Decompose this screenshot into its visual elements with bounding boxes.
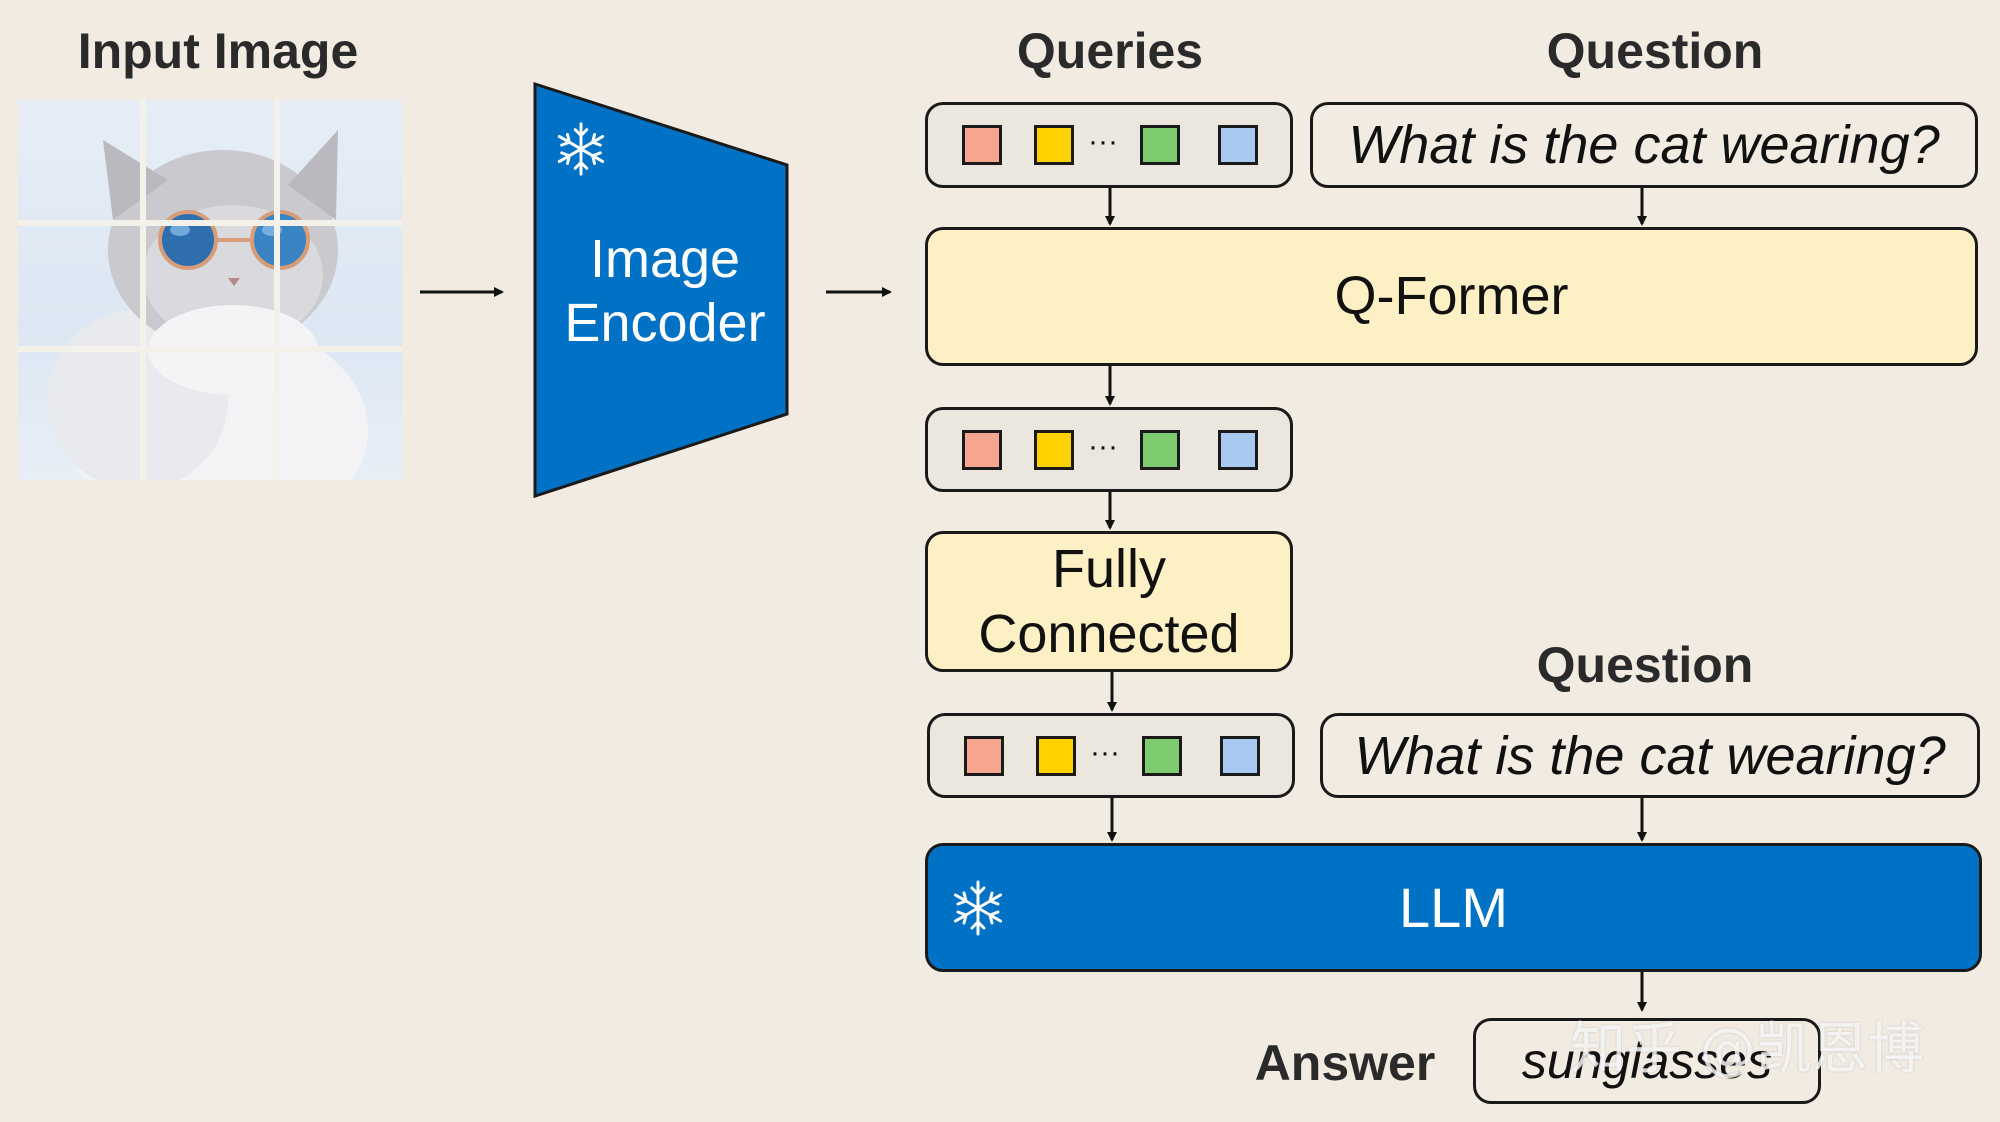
watermark: 知乎 @凯恩博 [1570,1017,1924,1082]
query-token [1140,125,1180,165]
cat-with-sunglasses-illustration [48,130,368,480]
token-ellipsis: ··· [1090,736,1120,769]
question-input-llm: What is the cat wearing? [1320,713,1980,798]
question-heading-top: Question [1546,23,1764,79]
token-ellipsis: ··· [1088,430,1118,463]
queries-heading: Queries [1016,23,1204,79]
query-token [1034,125,1074,165]
projected-token [1036,736,1076,776]
qformer-output-tokens: ··· [925,407,1293,492]
snowflake-icon [954,880,1002,936]
learned-queries-tokens: ··· [925,102,1293,188]
question-text: What is the cat wearing? [1348,115,1940,175]
projected-token [1220,736,1260,776]
fully-connected-label: Fully Connected [978,537,1239,667]
answer-box: sunglasses [1473,1018,1821,1104]
question-text: What is the cat wearing? [1354,725,1946,786]
input-image-heading: Input Image [77,23,359,79]
projected-token [964,736,1004,776]
output-token [1218,430,1258,470]
answer-heading: Answer [1254,1035,1436,1091]
output-token [1140,430,1180,470]
input-cat-image [18,100,402,480]
question-input-qformer: What is the cat wearing? [1310,102,1978,188]
question-heading-bottom: Question [1536,637,1754,693]
image-encoder-line2: Encoder [564,292,766,353]
answer-text: sunglasses [1521,1033,1773,1089]
llm-module: LLM [925,843,1982,972]
image-encoder-line1: Image [589,229,741,289]
fully-connected-line1: Fully [1051,538,1166,599]
fully-connected-module: Fully Connected [925,531,1293,672]
fully-connected-line2: Connected [978,603,1240,664]
image-encoder-label: Image Encoder [540,228,790,355]
projected-visual-tokens: ··· [927,713,1295,798]
q-former-module: Q-Former [925,227,1978,366]
snowflake-icon [557,122,605,176]
projected-token [1142,736,1182,776]
llm-label: LLM [1399,876,1508,939]
query-token [1218,125,1258,165]
output-token [1034,430,1074,470]
output-token [962,430,1002,470]
token-ellipsis: ··· [1088,125,1118,158]
query-token [962,125,1002,165]
q-former-label: Q-Former [1334,266,1569,327]
